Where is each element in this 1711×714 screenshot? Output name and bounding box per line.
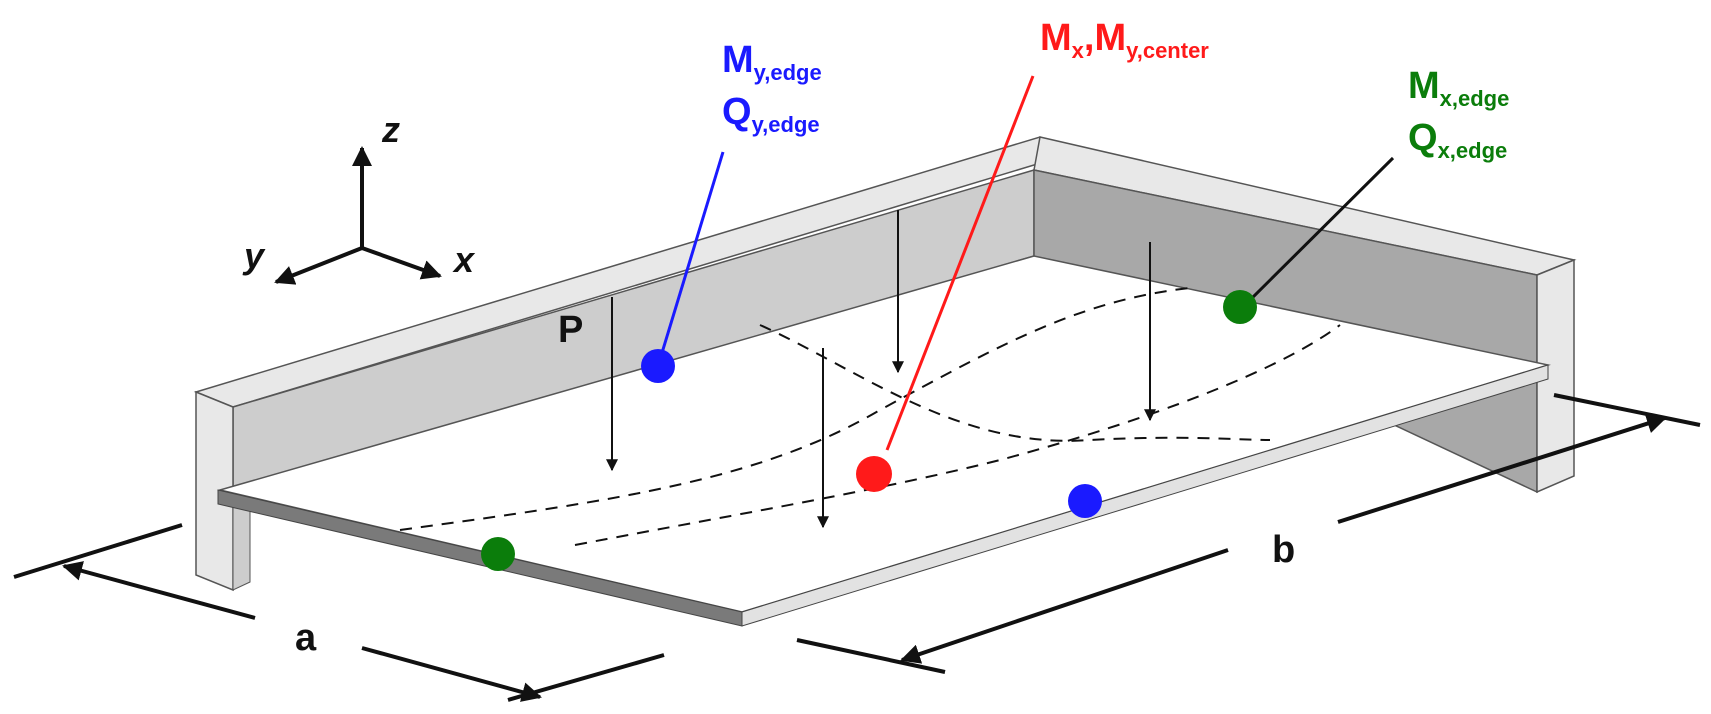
dimension-b (796, 393, 1701, 674)
deflection-curve-front (399, 287, 1191, 531)
blue-leader-line (656, 151, 725, 367)
dimension-b-label: b (1272, 529, 1295, 571)
red-leader-line (885, 75, 1035, 451)
deflection-curve-back (574, 324, 1341, 546)
deflection-curve-cross (759, 324, 1271, 442)
load-arrows (606, 210, 1156, 529)
load-label-p: P (558, 309, 583, 351)
plate-right-edge (741, 364, 1549, 627)
label-qy-edge-sub: y,edge (752, 112, 820, 137)
dimension-b-extension-left (796, 638, 946, 674)
label-mx-sub: x (1072, 38, 1085, 63)
y-axis-arrow (274, 246, 363, 285)
label-qx-edge-sub: x,edge (1438, 138, 1508, 163)
label-comma: , (1084, 17, 1095, 59)
label-qx-edge-main: Q (1408, 117, 1438, 159)
dimension-a-extension-left (13, 523, 183, 579)
blue-point-back-edge (641, 349, 675, 383)
label-mx-main: M (1040, 17, 1072, 59)
label-my-main: M (1094, 17, 1126, 59)
y-axis-label: y (242, 235, 266, 276)
plate (217, 255, 1551, 627)
green-point-right-edge (1223, 290, 1257, 324)
label-my-center-sub: y,center (1126, 38, 1209, 63)
label-mx-edge-sub: x,edge (1440, 86, 1510, 111)
label-my-edge-sub: y,edge (754, 60, 822, 85)
label-my-edge-main: M (722, 39, 754, 81)
label-mx-my-center: Mx,My,center (1040, 17, 1209, 63)
dimension-a (13, 523, 665, 702)
x-axis-arrow (361, 246, 442, 280)
label-qy-edge-main: Q (722, 91, 752, 133)
label-my-edge: My,edge (722, 39, 822, 85)
green-leader-line (1242, 156, 1395, 308)
label-qy-edge: Qy,edge (722, 91, 820, 137)
dimension-b-arrow-right (1337, 413, 1667, 524)
red-point-center (856, 456, 892, 492)
deflection-curves (399, 287, 1341, 546)
dimension-a-arrow-right (361, 646, 542, 702)
label-mx-edge: Mx,edge (1408, 65, 1509, 111)
coordinate-axes: z x y (242, 109, 476, 285)
dimension-b-arrow-left (900, 548, 1229, 664)
label-mx-edge-main: M (1408, 65, 1440, 107)
label-qx-edge: Qx,edge (1408, 117, 1507, 163)
blue-point-front-edge (1068, 484, 1102, 518)
green-point-left-edge (481, 537, 515, 571)
dimension-b-extension-right (1553, 393, 1701, 427)
dimension-a-arrow-left (62, 561, 256, 620)
dimension-a-label: a (295, 617, 317, 659)
right-wall-end (1536, 258, 1575, 494)
z-axis-label: z (381, 109, 400, 150)
x-axis-label: x (452, 239, 476, 280)
